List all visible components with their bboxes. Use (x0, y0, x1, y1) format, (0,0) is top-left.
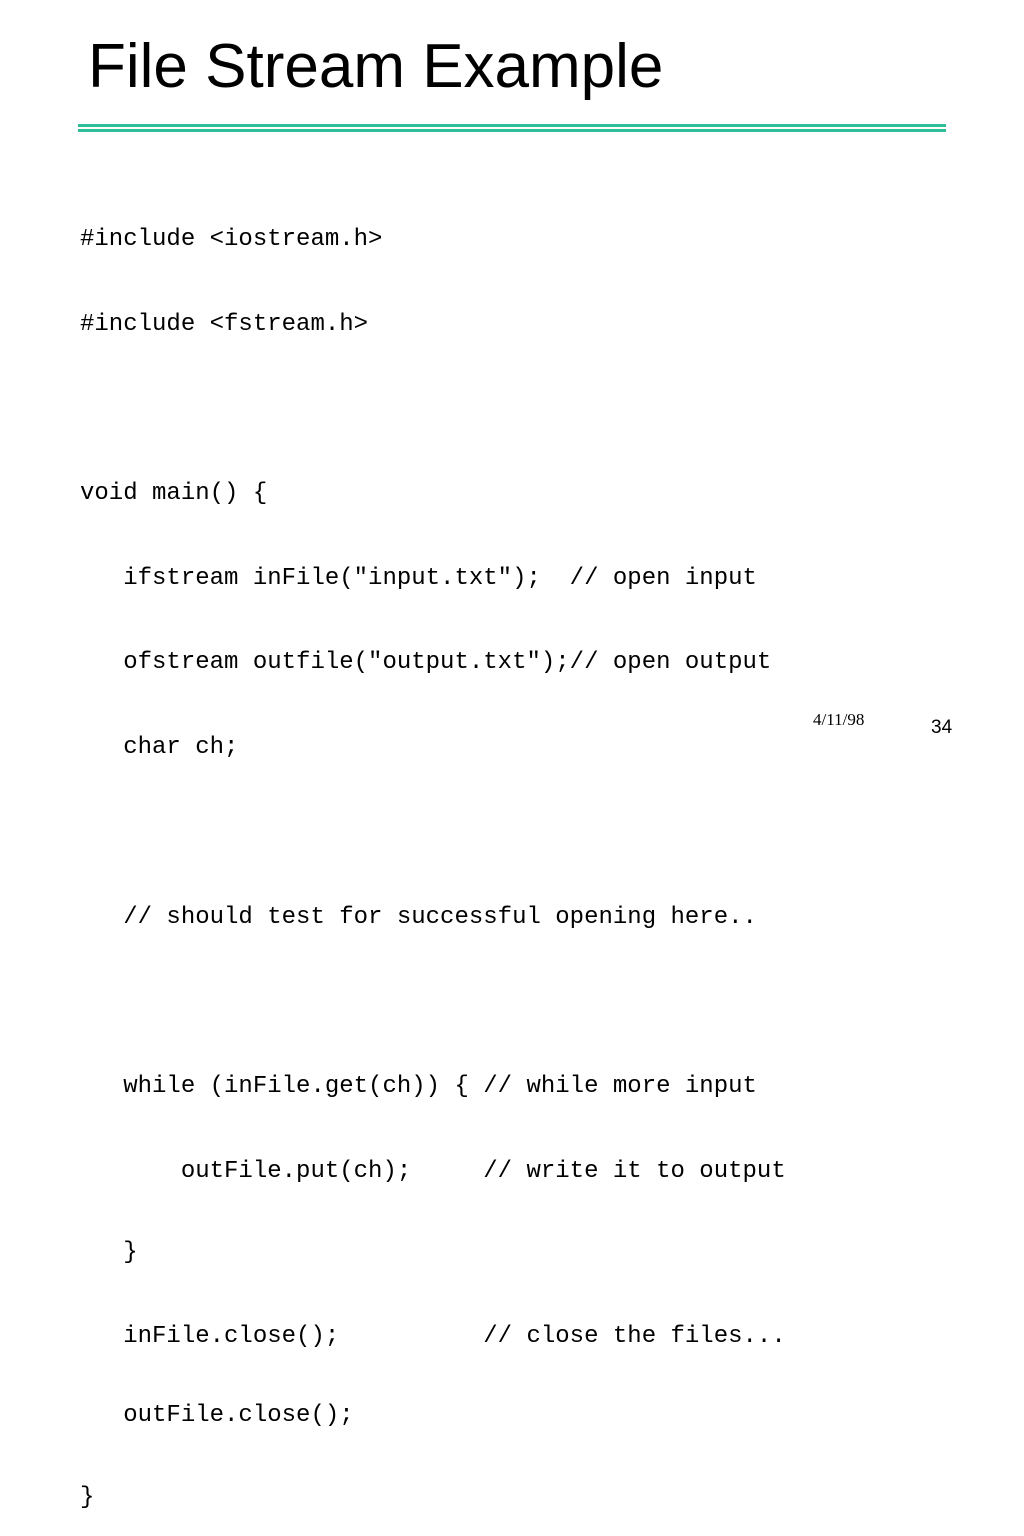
code-line: outFile.close(); (80, 1402, 354, 1430)
code-line: } (80, 1483, 95, 1511)
code-line: while (inFile.get(ch)) { // while more i… (80, 1072, 757, 1100)
code-block: #include <iostream.h> #include <fstream.… (80, 171, 786, 1536)
code-line: #include <iostream.h> (80, 226, 383, 253)
code-line (80, 818, 786, 849)
title-divider-bottom (78, 129, 946, 132)
title-divider-top (78, 124, 946, 127)
code-line: } (80, 1239, 138, 1267)
code-line: char ch; (80, 734, 239, 762)
code-line: // should test for successful opening he… (80, 903, 757, 931)
footer-date: 4/11/98 (813, 710, 865, 729)
code-line: ofstream outfile("output.txt");// open o… (80, 649, 772, 677)
slide-title: File Stream Example (88, 32, 664, 101)
code-line (80, 987, 786, 1018)
code-line: void main() { (80, 480, 268, 508)
code-line: #include <fstream.h> (80, 310, 369, 338)
code-line (80, 394, 786, 425)
page-number: 34 (931, 717, 953, 738)
code-line: ifstream inFile("input.txt"); // open in… (80, 564, 757, 592)
code-line: outFile.put(ch); // write it to output (80, 1157, 786, 1185)
code-line: inFile.close(); // close the files... (80, 1323, 786, 1351)
